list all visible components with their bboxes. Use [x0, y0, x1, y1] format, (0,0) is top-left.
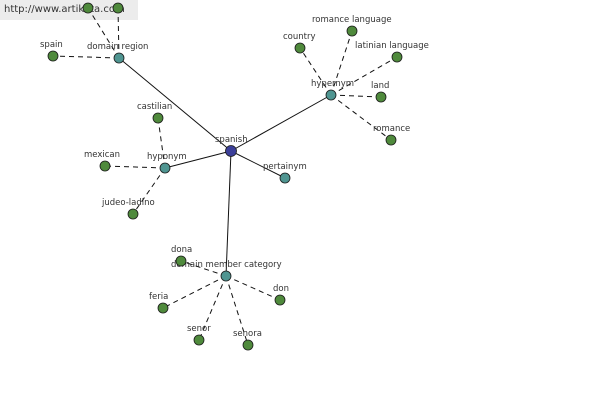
node-pertainym[interactable]: pertainym: [263, 162, 307, 184]
node-dot-spanish[interactable]: [225, 145, 237, 157]
node-dot-romance-language[interactable]: [346, 25, 358, 37]
node-dot-mexican[interactable]: [99, 160, 111, 172]
node-dot-domain-region[interactable]: [113, 52, 125, 64]
node-senor[interactable]: senor: [187, 324, 211, 346]
edge-spanish-to-domain-member-category: [225, 150, 232, 277]
node-label-senor: senor: [187, 324, 211, 334]
node-label-country: country: [283, 32, 316, 42]
node-label-romance: romance: [373, 124, 410, 134]
node-dot-feria[interactable]: [157, 302, 169, 314]
node-romance-language[interactable]: romance language: [312, 15, 392, 37]
edge-domain-member-category-to-senor: [198, 275, 227, 341]
edge-domain-member-category-to-feria: [162, 275, 227, 309]
node-dot-dr-top-a[interactable]: [82, 2, 94, 14]
edge-spanish-to-domain-region: [118, 57, 232, 152]
node-label-pertainym: pertainym: [263, 162, 307, 172]
node-dot-castilian[interactable]: [152, 112, 164, 124]
node-mexican[interactable]: mexican: [84, 150, 120, 172]
node-spanish[interactable]: spanish: [215, 135, 248, 157]
edge-spanish-to-pertainym: [230, 150, 286, 179]
node-don[interactable]: don: [273, 284, 289, 306]
node-latinian-language[interactable]: latinian language: [355, 41, 429, 63]
node-dona[interactable]: dona: [171, 245, 192, 267]
node-dot-country[interactable]: [294, 42, 306, 54]
node-hyponym[interactable]: hyponym: [147, 152, 187, 174]
node-land[interactable]: land: [371, 81, 389, 103]
node-dot-hypernym-right[interactable]: [325, 89, 337, 101]
node-dot-judeo-ladino[interactable]: [127, 208, 139, 220]
graph-nodes: spanish domain region hypernym hyponym perta…: [40, 2, 429, 351]
edge-hyponym-to-judeo-ladino: [132, 167, 166, 215]
edge-hypernym-right-to-latinian-language: [330, 56, 398, 96]
node-spain[interactable]: spain: [40, 40, 63, 62]
node-label-dona: dona: [171, 245, 192, 255]
node-label-hyponym: hyponym: [147, 152, 187, 162]
node-dr-top-b[interactable]: [112, 2, 124, 14]
node-feria[interactable]: feria: [149, 292, 169, 314]
node-senora[interactable]: senora: [233, 329, 262, 351]
node-castilian[interactable]: castilian: [137, 102, 172, 124]
node-dot-latinian-language[interactable]: [391, 51, 403, 63]
node-dot-pertainym[interactable]: [279, 172, 291, 184]
node-label-judeo-ladino: judeo-ladino: [101, 198, 155, 208]
node-domain-region[interactable]: domain region: [87, 42, 148, 64]
edge-hypernym-right-to-romance: [330, 94, 392, 141]
edge-spanish-to-hyponym: [164, 150, 232, 169]
node-label-domain-member-category: domain member category: [171, 260, 282, 270]
watermark-url: http://www.artikata.com: [0, 0, 138, 20]
edge-domain-member-category-to-dona: [180, 260, 227, 277]
edge-hypernym-right-to-country: [299, 47, 332, 96]
node-label-don: don: [273, 284, 289, 294]
edge-spanish-to-hypernym-right: [230, 94, 332, 152]
node-label-hypernym-right: hypernym: [311, 79, 354, 89]
node-label-senora: senora: [233, 329, 262, 339]
node-judeo-ladino[interactable]: judeo-ladino: [101, 198, 155, 220]
node-romance[interactable]: romance: [373, 124, 410, 146]
edge-domain-member-category-to-senora: [225, 275, 249, 346]
edge-hyponym-to-mexican: [104, 165, 166, 169]
node-dot-romance[interactable]: [385, 134, 397, 146]
node-label-castilian: castilian: [137, 102, 172, 112]
node-label-spain: spain: [40, 40, 63, 50]
node-dot-senor[interactable]: [193, 334, 205, 346]
edge-hypernym-right-to-romance-language: [330, 30, 353, 96]
edge-domain-member-category-to-don: [225, 275, 281, 301]
node-dot-spain[interactable]: [47, 50, 59, 62]
node-dot-senora[interactable]: [242, 339, 254, 351]
node-hypernym-right[interactable]: hypernym: [311, 79, 354, 101]
node-dot-don[interactable]: [274, 294, 286, 306]
edge-domain-region-to-spain: [52, 55, 120, 59]
node-dr-top-a[interactable]: [82, 2, 94, 14]
node-label-spanish: spanish: [215, 135, 248, 145]
node-label-feria: feria: [149, 292, 168, 302]
edge-hypernym-right-to-land: [330, 94, 382, 98]
node-domain-member-category[interactable]: domain member category: [171, 260, 282, 282]
node-dot-dr-top-b[interactable]: [112, 2, 124, 14]
node-label-latinian-language: latinian language: [355, 41, 429, 51]
edge-domain-region-to-dr-top-a: [87, 7, 120, 59]
node-dot-hyponym[interactable]: [159, 162, 171, 174]
node-label-land: land: [371, 81, 389, 91]
node-dot-land[interactable]: [375, 91, 387, 103]
node-label-mexican: mexican: [84, 150, 120, 160]
graph-edges: [52, 7, 398, 346]
node-label-domain-region: domain region: [87, 42, 148, 52]
node-country[interactable]: country: [283, 32, 316, 54]
node-dot-dona[interactable]: [175, 255, 187, 267]
node-label-romance-language: romance language: [312, 15, 392, 25]
node-dot-domain-member-category[interactable]: [220, 270, 232, 282]
